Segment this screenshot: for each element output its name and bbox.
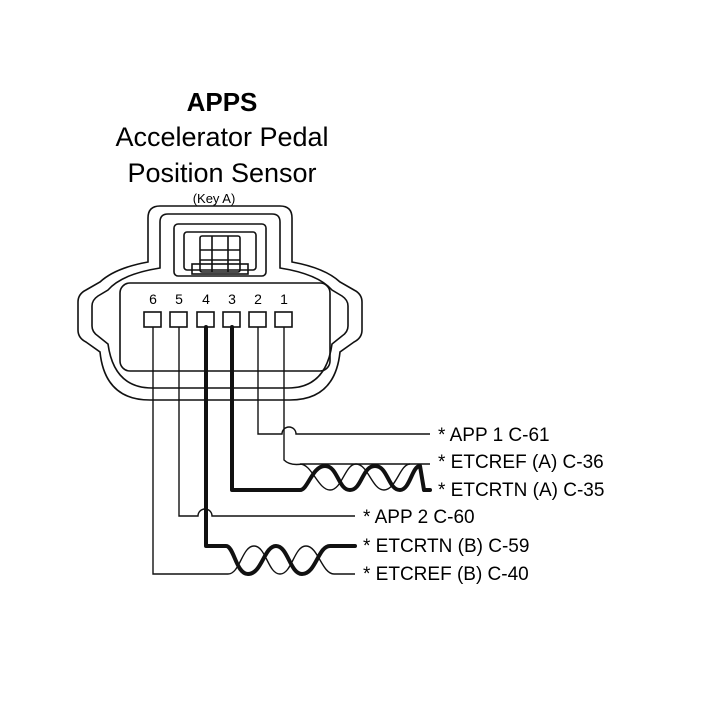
wire-label-etcref-a: * ETCREF (A) C-36	[438, 452, 604, 473]
pin-number-2: 2	[254, 291, 262, 307]
connector-body	[77, 205, 363, 401]
pin-terminal-3	[222, 311, 241, 328]
wire-label-etcref-b: * ETCREF (B) C-40	[363, 564, 529, 585]
pin-number-6: 6	[149, 291, 157, 307]
wire-etcref-b	[152, 327, 355, 575]
wire-label-etcrtn-b: * ETCRTN (B) C-59	[363, 536, 529, 557]
pin-terminal-2	[248, 311, 267, 328]
connector-key-label: (Key A)	[193, 191, 236, 206]
diagram-subtitle-line2: Position Sensor	[127, 158, 316, 188]
pin-terminal-4	[196, 311, 215, 328]
wire-app1	[257, 327, 430, 435]
wire-label-app2: * APP 2 C-60	[363, 507, 475, 528]
pin-number-labels: 6 5 4 3 2 1	[149, 291, 288, 307]
wire-etcrtn-b	[204, 325, 357, 576]
wire-etcrtn-a	[230, 325, 432, 492]
pin-number-1: 1	[280, 291, 288, 307]
pin-terminals	[143, 311, 293, 328]
wire-label-etcrtn-a: * ETCRTN (A) C-35	[438, 480, 604, 501]
wire-labels: * APP 1 C-61 * ETCREF (A) C-36 * ETCRTN …	[363, 425, 604, 585]
twist-overlay-a	[299, 463, 411, 491]
diagram-subtitle-line1: Accelerator Pedal	[115, 122, 328, 152]
connector-latch	[173, 223, 267, 277]
wire-label-app1: * APP 1 C-61	[438, 425, 550, 446]
pin-terminal-1	[274, 311, 293, 328]
pin-terminal-5	[169, 311, 188, 328]
wire-etcref-a	[283, 327, 430, 466]
pin-number-5: 5	[175, 291, 183, 307]
diagram-title: APPS	[187, 87, 258, 117]
wire-app2	[178, 327, 355, 517]
pin-terminal-6	[143, 311, 162, 328]
pin-number-3: 3	[228, 291, 236, 307]
pin-number-4: 4	[202, 291, 210, 307]
